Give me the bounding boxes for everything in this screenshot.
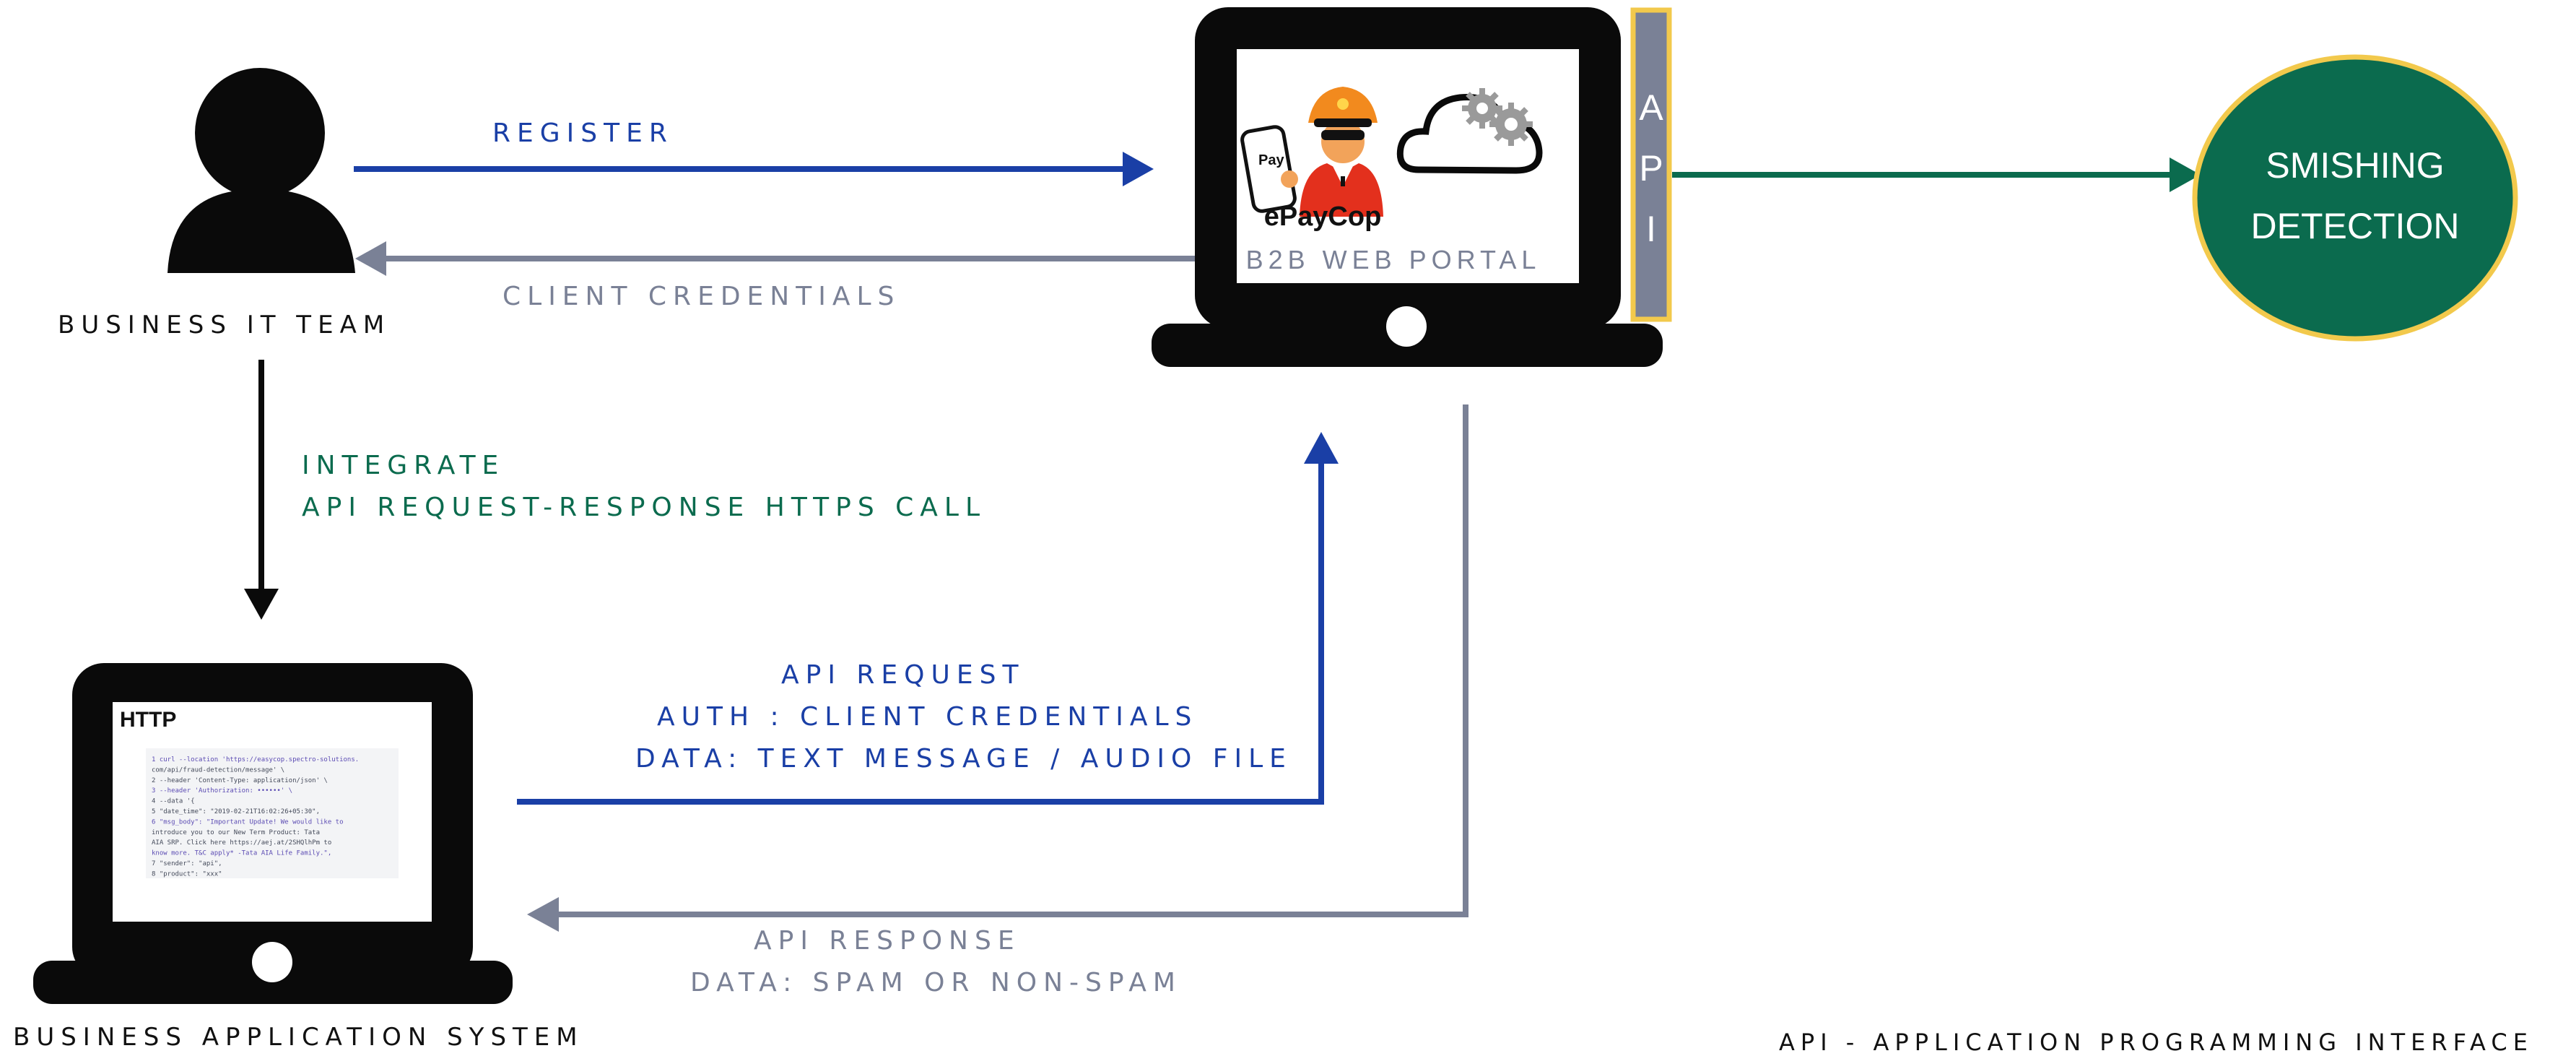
register-arrow	[354, 152, 1154, 186]
api-response-arrow	[527, 404, 1468, 932]
data-request-label: DATA: TEXT MESSAGE / AUDIO FILE	[635, 744, 1292, 774]
epaycop-logo: Pay	[1240, 87, 1383, 217]
detection-arrow	[1672, 157, 2201, 192]
portal-laptop	[1152, 7, 1663, 367]
api-bar: A P I	[1630, 7, 1672, 322]
code-line: 3 --header 'Authorization: ••••••' \	[152, 787, 292, 795]
code-line: 4 --data '{	[152, 798, 195, 805]
portal-caption: B2B WEB PORTAL	[1246, 245, 1541, 274]
code-line: 2 --header 'Content-Type: application/js…	[152, 777, 328, 784]
code-line: 8 "product": "xxx"	[152, 870, 222, 878]
code-line: introduce you to our New Term Product: T…	[152, 829, 320, 836]
detection-line1: SMISHING	[2266, 145, 2444, 186]
api-response-label: API RESPONSE	[754, 926, 1021, 956]
register-label: REGISTER	[492, 118, 674, 148]
client-credentials-arrow	[355, 241, 1198, 276]
api-request-arrow	[517, 432, 1339, 805]
pay-text: Pay	[1258, 152, 1284, 168]
business-app-laptop	[33, 663, 513, 1004]
detection-line2: DETECTION	[2251, 206, 2460, 246]
business-it-team-label: BUSINESS IT TEAM	[58, 311, 391, 339]
api-definition-label: API - APPLICATION PROGRAMMING INTERFACE	[1779, 1029, 2533, 1056]
code-line: AIA SRP. Click here https://aej.at/2SHQl…	[152, 839, 331, 847]
smishing-detection-node: SMISHING DETECTION	[2192, 54, 2518, 342]
code-line: 6 "msg_body": "Important Update! We woul…	[152, 818, 344, 826]
code-line: 1 curl --location 'https://easycop.spect…	[152, 756, 359, 763]
api-letter-p: P	[1639, 148, 1663, 189]
code-snippet: 1 curl --location 'https://easycop.spect…	[152, 756, 359, 878]
integrate-arrow	[244, 360, 279, 620]
data-response-label: DATA: SPAM OR NON-SPAM	[690, 968, 1182, 997]
client-credentials-label: CLIENT CREDENTIALS	[502, 282, 901, 311]
api-letter-a: A	[1639, 87, 1663, 128]
code-line: 7 "sender": "api",	[152, 860, 222, 867]
code-line: know more. T&C apply* -Tata AIA Life Fam…	[152, 850, 331, 857]
api-call-label: API REQUEST-RESPONSE HTTPS CALL	[302, 493, 987, 522]
api-request-label: API REQUEST	[781, 660, 1025, 690]
cloud-gears-icon	[1396, 88, 1543, 174]
code-line: com/api/fraud-detection/message' \	[152, 766, 284, 774]
business-app-system-label: BUSINESS APPLICATION SYSTEM	[13, 1023, 584, 1052]
auth-label: AUTH : CLIENT CREDENTIALS	[657, 702, 1198, 732]
person-icon	[167, 68, 355, 273]
integrate-label: INTEGRATE	[302, 451, 505, 480]
http-title: HTTP	[120, 708, 176, 732]
api-letter-i: I	[1646, 209, 1656, 249]
code-line: 5 "date_time": "2019-02-21T16:02:26+05:3…	[152, 808, 320, 815]
epaycop-brand: ePayCop	[1264, 202, 1382, 232]
